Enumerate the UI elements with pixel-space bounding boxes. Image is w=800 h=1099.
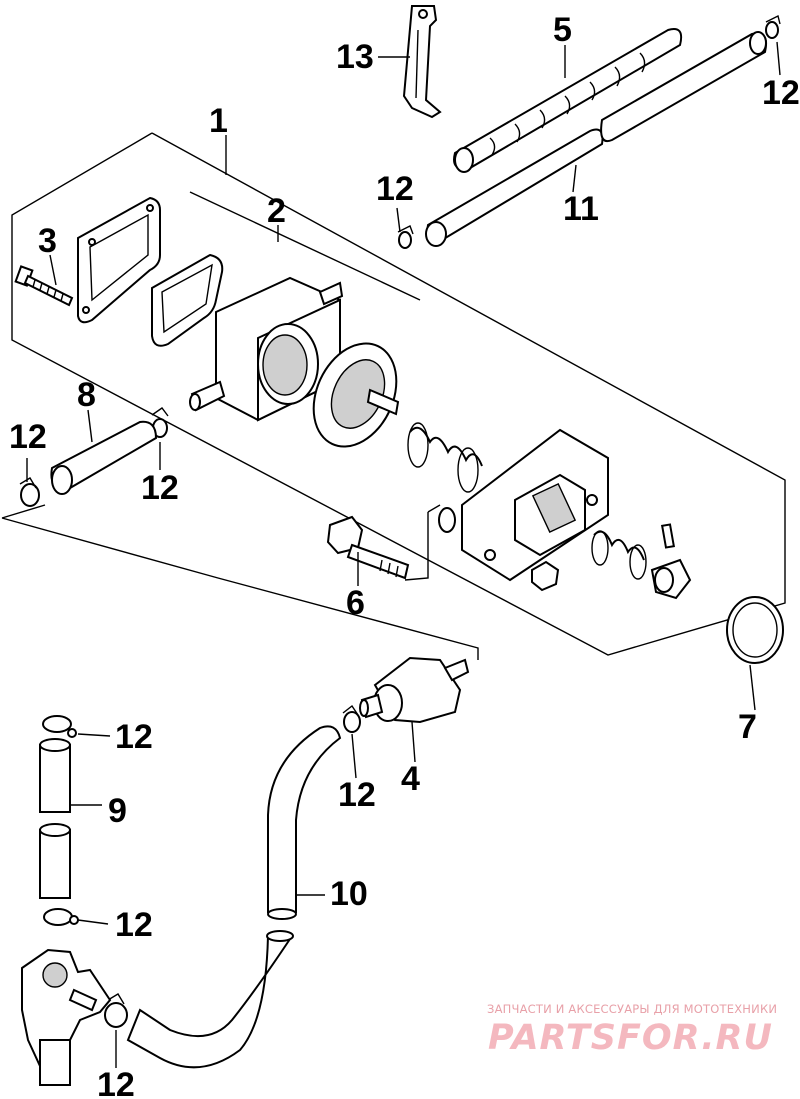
hose-clamp-12h [104,993,128,1028]
hose-clamp-12 [765,14,781,39]
assembly-frame-2 [189,191,421,301]
label-clamp-12: 12 [141,469,179,507]
assembly-frame-1 [11,132,786,656]
label-part-7: 7 [738,708,757,746]
hose-11 [425,31,768,247]
label-part-8: 8 [77,376,96,414]
label-clamp-12: 12 [376,170,414,208]
hose-clip-13 [402,5,442,119]
hose-clamp-12g [43,908,79,926]
label-clamp-12: 12 [338,776,376,814]
pump-cover [438,428,609,582]
label-clamp-12: 12 [115,906,153,944]
label-clamp-12: 12 [762,74,800,112]
nut [531,560,560,592]
hose-9 [39,738,71,899]
label-part-10: 10 [330,875,368,913]
hose-8 [50,420,158,495]
label-part-2: 2 [267,192,286,230]
label-part-5: 5 [553,11,572,49]
label-part-1: 1 [209,102,228,140]
hose-10 [126,725,342,1069]
label-clamp-12: 12 [115,718,153,756]
label-clamp-12: 12 [9,418,47,456]
bolt-6 [326,515,410,580]
fuel-filter-4 [359,656,470,724]
spring [407,422,483,493]
hose-clamp-12d [19,477,40,507]
leader-lines [26,41,781,1068]
hose-clamp-12b [397,225,414,249]
watermark-tagline: ЗАПЧАСТИ И АКСЕССУАРЫ ДЛЯ МОТОТЕХНИКИ [487,1002,778,1016]
label-part-13: 13 [336,38,374,76]
o-ring-7 [726,596,784,664]
screw-3 [14,265,74,307]
label-part-3: 3 [38,222,57,260]
valve-cap [650,558,692,600]
watermark-brand: PARTSFOR.RU [488,1018,773,1058]
diaphragm-gasket [151,253,224,347]
pump-body [189,276,344,422]
spring-guard-5 [453,28,683,173]
gasket-plate [77,196,161,324]
small-spring [591,530,647,580]
fuel-tap [21,948,112,1086]
hose-clamp-12f [42,715,77,738]
label-part-11: 11 [563,190,599,228]
assembly-frame-lower [1,517,479,660]
label-part-6: 6 [346,584,365,622]
assembly-frame-2b [404,512,429,581]
pin [660,523,676,549]
diaphragm [312,342,400,448]
label-part-9: 9 [108,792,127,830]
hose-clamp-12e [342,704,361,733]
label-clamp-12: 12 [97,1066,135,1099]
label-part-4: 4 [401,760,420,798]
